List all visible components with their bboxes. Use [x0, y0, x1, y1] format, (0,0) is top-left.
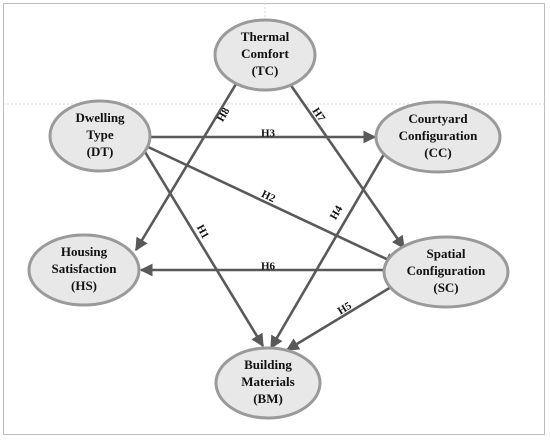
arrow-h7: [288, 83, 406, 250]
node-ellipse-cc: [374, 100, 502, 174]
node-label-sc-line-2: Configuration: [407, 263, 487, 278]
edge-label-h4: H4: [328, 203, 346, 222]
node-label-bm-line-1: Building: [244, 357, 292, 372]
node-label-dt-line-3: (DT): [87, 144, 114, 159]
arrow-h5: [285, 282, 397, 352]
arrow-h1: [143, 151, 265, 348]
node-label-hs-line-1: Housing: [61, 244, 108, 259]
node-label-cc-line-3: (CC): [424, 145, 451, 160]
node-label-sc-line-1: Spatial: [426, 246, 465, 261]
arrow-h8: [134, 83, 238, 252]
edge-label-h5: H5: [336, 300, 355, 318]
node-label-tc-line-3: (TC): [252, 63, 279, 78]
node-label-bm-line-2: Materials: [241, 374, 294, 389]
edge-label-h1: H1: [194, 223, 211, 241]
node-label-hs-line-2: Satisfaction: [52, 261, 118, 276]
arrow-h2: [145, 144, 399, 266]
node-ellipse-sc: [382, 235, 510, 309]
edge-label-h7: H7: [309, 106, 327, 125]
node-ellipse-hs: [27, 233, 141, 307]
arrow-h4: [269, 148, 389, 350]
node-label-tc-line-2: Comfort: [241, 46, 289, 61]
node-ellipse-tc: [213, 18, 317, 92]
edge-label-h8: H8: [215, 105, 233, 124]
node-label-dt-line-1: Dwelling: [75, 110, 125, 125]
edge-label-h6: H6: [261, 261, 276, 273]
node-label-cc-line-1: Courtyard: [408, 111, 468, 126]
node-ellipse-dt: [48, 99, 152, 173]
node-label-cc-line-2: Configuration: [399, 128, 479, 143]
node-ellipse-bm: [214, 346, 322, 420]
edge-label-h3: H3: [261, 128, 276, 140]
node-label-bm-line-3: (BM): [253, 391, 283, 406]
edge-label-h2: H2: [259, 188, 277, 205]
node-label-sc-line-3: (SC): [433, 280, 458, 295]
node-label-tc-line-1: Thermal: [241, 29, 290, 44]
node-label-dt-line-2: Type: [86, 127, 113, 142]
node-label-hs-line-3: (HS): [71, 278, 97, 293]
